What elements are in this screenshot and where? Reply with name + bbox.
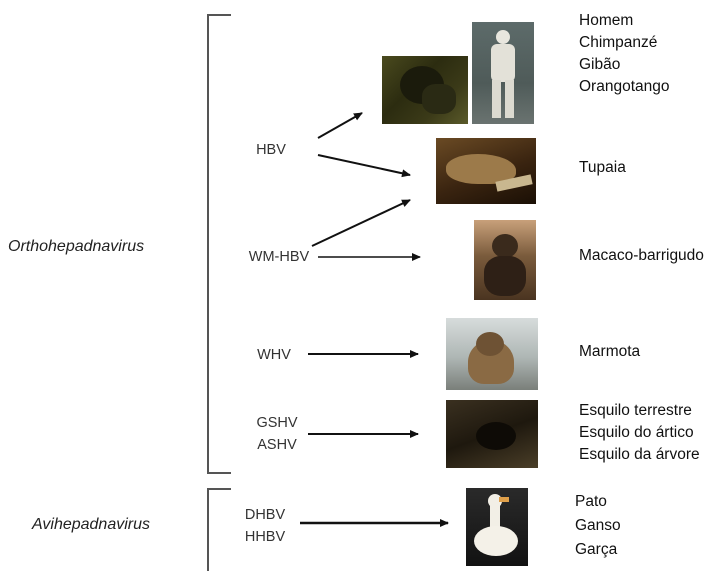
host-homem: Homem <box>579 10 670 32</box>
tupaia-photo <box>436 138 536 204</box>
host-macaco-barrigudo: Macaco-barrigudo <box>579 245 704 267</box>
host-ganso: Ganso <box>575 514 621 538</box>
arrow-hbv-primates <box>318 113 362 138</box>
host-esquilo-artico: Esquilo do ártico <box>579 422 700 444</box>
host-tupaia: Tupaia <box>579 157 626 179</box>
host-primates: Homem Chimpanzé Gibão Orangotango <box>579 10 670 98</box>
host-birds: Pato Ganso Garça <box>575 490 621 562</box>
host-squirrels: Esquilo terrestre Esquilo do ártico Esqu… <box>579 400 700 466</box>
host-marmota: Marmota <box>579 341 640 363</box>
duck-photo <box>466 488 528 566</box>
squirrel-photo <box>446 400 538 468</box>
woolly-monkey-photo <box>474 220 536 300</box>
host-pato: Pato <box>575 490 621 514</box>
host-orangotango: Orangotango <box>579 76 670 98</box>
statue-photo <box>472 22 534 124</box>
gorilla-photo <box>382 56 468 124</box>
arrow-wmhbv-tupaia <box>312 200 410 246</box>
host-esquilo-terrestre: Esquilo terrestre <box>579 400 700 422</box>
host-garca: Garça <box>575 538 621 562</box>
host-gibao: Gibão <box>579 54 670 76</box>
host-esquilo-arvore: Esquilo da árvore <box>579 444 700 466</box>
host-chimpanze: Chimpanzé <box>579 32 670 54</box>
arrow-hbv-tupaia <box>318 155 410 175</box>
woodchuck-photo <box>446 318 538 390</box>
